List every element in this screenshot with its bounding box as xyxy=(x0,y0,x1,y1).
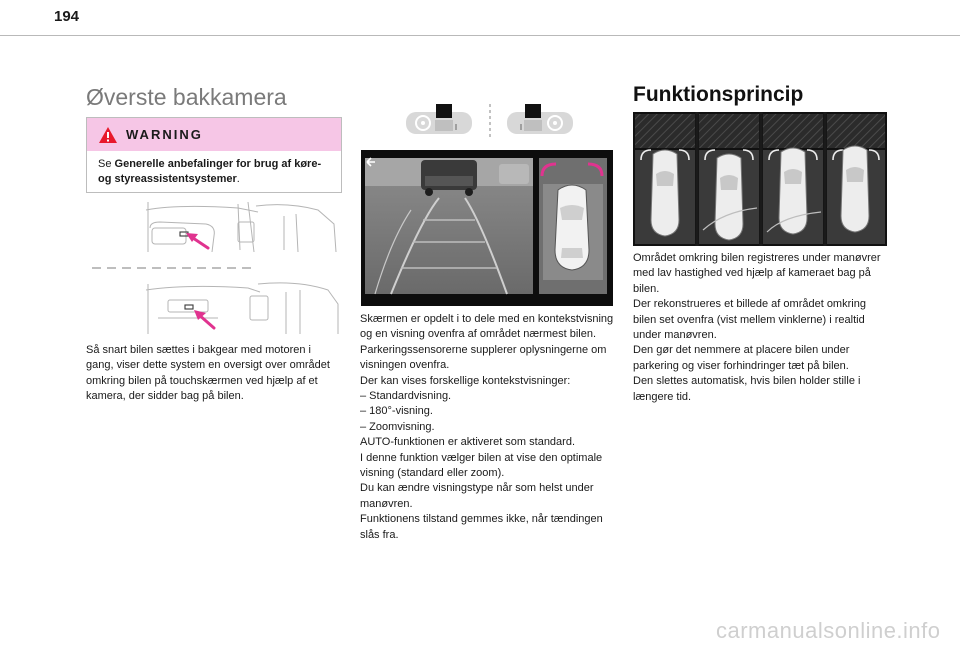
middle-line-5: – Zoomvisning. xyxy=(360,420,435,433)
header-divider xyxy=(0,35,960,36)
middle-line-8: Du kan ændre visningstype når som helst … xyxy=(360,482,594,510)
warning-label: WARNING xyxy=(126,127,203,142)
middle-line-3: – Standardvisning. xyxy=(360,390,452,403)
middle-line-0: Skærmen er opdelt i to dele med en konte… xyxy=(360,313,614,341)
middle-line-2: Der kan vises forskellige kontekstvisnin… xyxy=(360,374,571,387)
middle-line-4: – 180°-visning. xyxy=(360,405,433,418)
warning-triangle-icon xyxy=(99,126,117,143)
intro-paragraph: Så snart bilen sættes i bakgear med moto… xyxy=(86,343,336,405)
warning-text-pre: Se xyxy=(98,158,115,170)
middle-line-9: Funktionens tilstand gemmes ikke, når tæ… xyxy=(360,513,603,541)
view-mode-icons xyxy=(406,104,573,138)
top-view-sequence-image xyxy=(633,112,887,246)
rear-camera-screen xyxy=(361,150,613,306)
watermark: carmanualsonline.info xyxy=(716,618,941,643)
warning-header: WARNING xyxy=(87,118,341,151)
warning-box: WARNING Se Generelle anbefalinger for br… xyxy=(86,117,342,193)
page-number: 194 xyxy=(54,8,80,25)
warning-text-link: Generelle anbefalinger for brug af køre-… xyxy=(98,158,322,185)
warning-text: Se Generelle anbefalinger for brug af kø… xyxy=(87,151,341,187)
right-line-0: Området omkring bilen registreres under … xyxy=(633,252,881,295)
left-arrow-icon xyxy=(366,157,375,167)
page-title: Øverste bakkamera xyxy=(86,84,287,110)
middle-line-7: I denne funktion vælger bilen at vise de… xyxy=(360,451,603,480)
warning-text-post: . xyxy=(236,173,240,185)
middle-line-1: Parkeringssensorerne supplerer oplysning… xyxy=(360,343,607,372)
vehicle-rear-illustration xyxy=(92,201,339,334)
middle-text: Skærmen er opdelt i to dele med en konte… xyxy=(360,312,618,543)
right-line-1: Der rekonstrueres et billede af området … xyxy=(633,298,866,342)
section-title-function: Funktionsprincip xyxy=(633,83,804,106)
right-line-2: Den gør det nemmere at placere bilen und… xyxy=(633,344,850,372)
middle-line-6: AUTO-funktionen er aktiveret som standar… xyxy=(360,436,576,449)
right-text: Området omkring bilen registreres under … xyxy=(633,251,888,405)
right-line-3: Den slettes automatisk, hvis bilen holde… xyxy=(633,375,861,403)
intro-text: Så snart bilen sættes i bakgear med moto… xyxy=(86,344,330,403)
